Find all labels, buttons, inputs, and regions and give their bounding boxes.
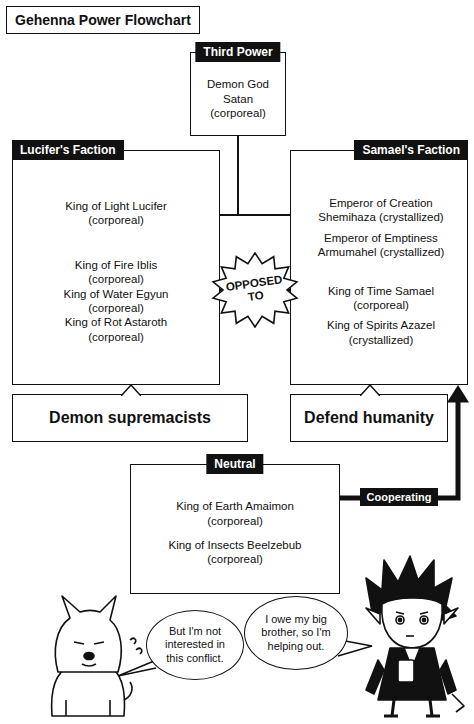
motto-text: Defend humanity (304, 409, 434, 427)
connector (238, 136, 290, 215)
speech-bubble: But I'm not interested in this conflict. (146, 610, 244, 680)
entry-text: King of Insects Beelzebub (corporeal) (160, 538, 310, 567)
entry-text: King of Light Lucifer (corporeal) (50, 199, 182, 228)
arrow-head (447, 385, 469, 403)
third-power-box: Third PowerDemon God Satan (corporeal) (190, 52, 286, 136)
connector (220, 136, 238, 215)
entry-text: Demon God Satan (corporeal) (197, 77, 279, 120)
box-heading: Third Power (195, 42, 280, 62)
callout-pointer (360, 384, 380, 396)
starburst-outline (213, 253, 297, 327)
speech-text: I owe my big brother, so I'm helping out… (258, 613, 334, 653)
entry-text: King of Time Samael (corporeal) (303, 284, 459, 313)
amaimon-figure (366, 556, 464, 716)
entry-text: King of Rot Astaroth (corporeal) (50, 315, 182, 344)
callout-pointer-line (360, 385, 380, 396)
entry-text: King of Earth Amaimon (corporeal) (160, 499, 310, 528)
callout-pointer (121, 384, 141, 396)
box-heading: Samael's Faction (354, 140, 468, 160)
speech-bubble: I owe my big brother, so I'm helping out… (244, 596, 348, 670)
connector-line (220, 136, 238, 215)
edge-label-text: Cooperating (360, 488, 439, 506)
entry-text: King of Fire Iblis (corporeal) (50, 258, 182, 287)
entry-text: Emperor of Emptiness Armumahel (crystall… (303, 231, 459, 260)
motto-text: Demon supremacists (49, 409, 211, 427)
box-heading: Lucifer's Faction (12, 140, 124, 160)
faction-box: Lucifer's FactionKing of Light Lucifer (… (12, 150, 220, 385)
faction-box: Samael's FactionEmperor of Creation Shem… (290, 150, 468, 385)
neutral-box: NeutralKing of Earth Amaimon (corporeal)… (130, 464, 340, 594)
entry-text: King of Water Egyun (corporeal) (50, 287, 182, 316)
edge-label: Cooperating (360, 488, 439, 506)
callout-pointer-line (121, 385, 141, 396)
motto-box: Demon supremacists (12, 394, 248, 442)
starburst-label: OPPOSED TO (211, 252, 299, 328)
entry-text: King of Spirits Azazel (crystallized) (303, 318, 459, 347)
entry-text: Emperor of Creation Shemihaza (crystalli… (303, 196, 459, 225)
diagram-title: Gehenna Power Flowchart (6, 6, 200, 34)
speech-text: But I'm not interested in this conflict. (160, 625, 230, 665)
box-heading: Neutral (206, 454, 263, 474)
dog-figure (52, 596, 142, 716)
connector-line (238, 136, 290, 215)
motto-box: Defend humanity (290, 394, 448, 442)
